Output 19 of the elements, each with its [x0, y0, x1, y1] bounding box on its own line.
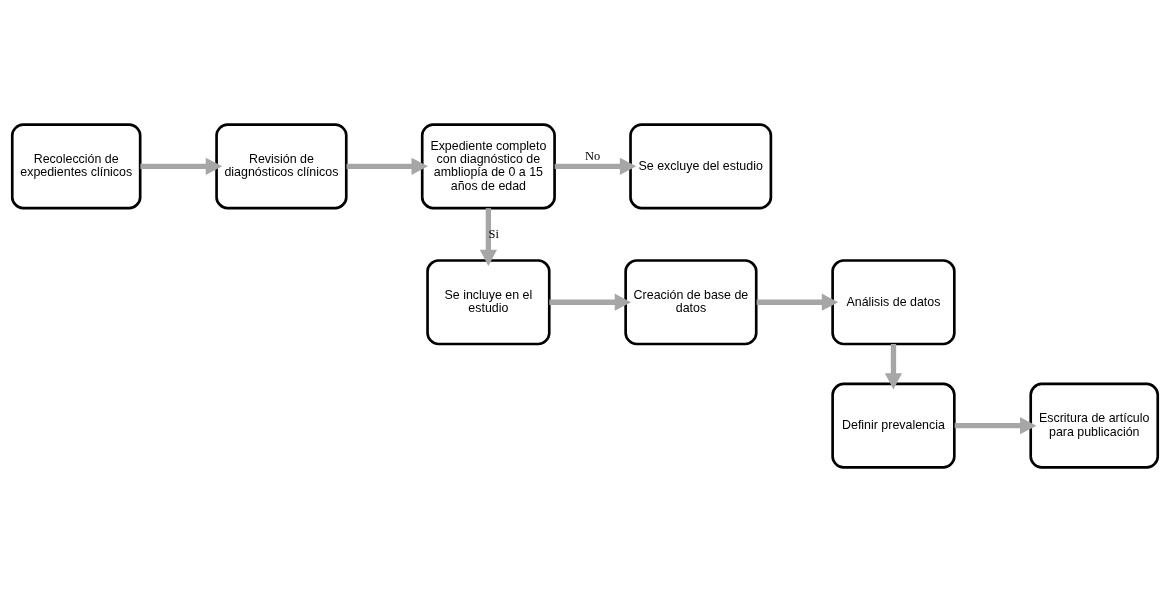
arrow — [549, 293, 632, 311]
node-box: Expediente completo con diagnóstico de ambliopía de 0 a 15 años de edad — [420, 123, 556, 210]
node-box: Definir prevalencia — [831, 382, 956, 469]
arrow — [140, 157, 223, 175]
node-box: Creación de base de datos — [624, 259, 758, 346]
node-box: Análisis de datos — [831, 259, 956, 346]
arrow — [884, 343, 903, 390]
arrow — [756, 293, 839, 311]
node-box: Escritura de artículo para publicación — [1029, 382, 1160, 469]
node-box: Se excluye del estudio — [629, 123, 773, 210]
arrow — [479, 208, 497, 267]
edge-label: Si — [488, 226, 499, 241]
node-box: Se incluye en el estudio — [426, 259, 551, 346]
arrow — [346, 157, 428, 175]
node-box: Recolección de expedientes clínicos — [10, 123, 142, 210]
arrow — [554, 157, 637, 175]
node-box: Revisión de diagnósticos clínicos — [215, 123, 348, 210]
arrow — [954, 417, 1037, 435]
edge-label: No — [584, 149, 601, 164]
